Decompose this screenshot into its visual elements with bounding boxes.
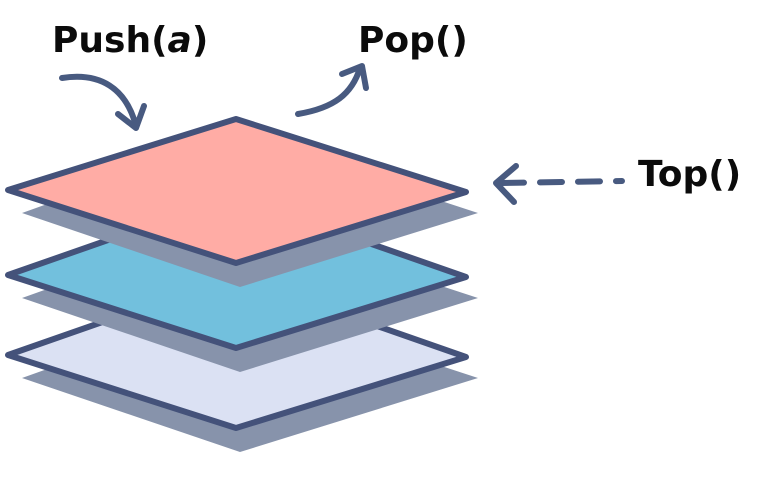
- push-label: Push(a): [52, 20, 208, 61]
- push-label-argument: a: [168, 20, 192, 61]
- stack-layer-top: [5, 116, 478, 287]
- top-arrow-icon: [493, 163, 625, 205]
- push-arrow-icon: [59, 73, 147, 131]
- push-label-prefix: Push(: [52, 20, 168, 61]
- push-label-suffix: ): [192, 20, 208, 61]
- stack-layer-top-face: [5, 116, 469, 266]
- pop-arrow-icon: [295, 63, 369, 117]
- top-label: Top(): [638, 154, 741, 195]
- pop-label: Pop(): [358, 20, 468, 61]
